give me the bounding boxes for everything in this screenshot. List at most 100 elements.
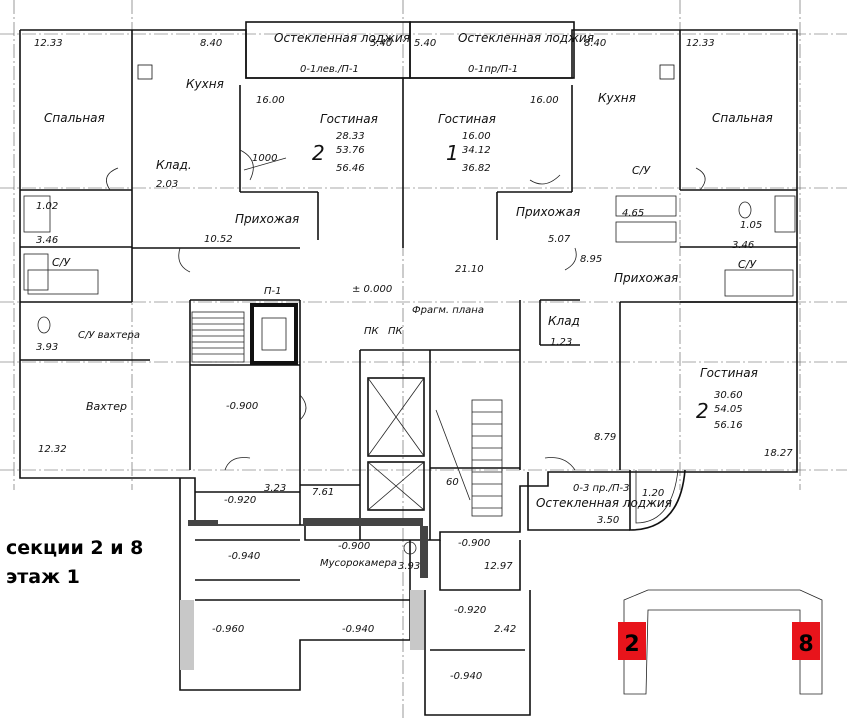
stairs-center bbox=[435, 399, 503, 517]
room-guard: Вахтер bbox=[86, 400, 127, 413]
loggia-left: Остекленная лоджия bbox=[274, 31, 410, 45]
apartment-right: 2 30.60 54.05 56.16 bbox=[696, 390, 743, 431]
svg-text:56.16: 56.16 bbox=[714, 420, 743, 431]
svg-text:-0.940: -0.940 bbox=[450, 671, 482, 682]
svg-text:36.82: 36.82 bbox=[462, 163, 491, 174]
room-storage-right: Клад bbox=[548, 314, 580, 328]
room-storage-left: Клад. bbox=[156, 158, 192, 172]
loggia-right: Остекленная лоджия bbox=[536, 496, 672, 510]
level-marks: -0.900 -0.920 -0.940 -0.900 -0.900 -0.92… bbox=[212, 401, 490, 682]
svg-text:54.05: 54.05 bbox=[714, 404, 743, 415]
room-bedroom-right: Спальная bbox=[712, 111, 773, 125]
svg-text:12.33: 12.33 bbox=[34, 38, 63, 49]
svg-text:10.52: 10.52 bbox=[204, 234, 233, 245]
svg-text:ПК: ПК bbox=[364, 326, 380, 337]
room-kitchen-left: Кухня bbox=[186, 77, 224, 91]
svg-text:34.12: 34.12 bbox=[462, 145, 491, 156]
svg-text:18.27: 18.27 bbox=[764, 448, 793, 459]
svg-text:12.97: 12.97 bbox=[484, 561, 513, 572]
room-kitchen-right: Кухня bbox=[598, 91, 636, 105]
svg-text:0-3 пр./П-3: 0-3 пр./П-3 bbox=[573, 483, 629, 494]
room-wc-left: С/У bbox=[52, 256, 71, 269]
svg-text:ПК: ПК bbox=[388, 326, 404, 337]
svg-text:16.00: 16.00 bbox=[256, 95, 285, 106]
curved-loggia bbox=[527, 469, 686, 531]
apartment-center: 1 16.00 34.12 36.82 bbox=[446, 131, 491, 174]
sections-caption: секции 2 и 8 bbox=[6, 537, 144, 559]
svg-text:3.93: 3.93 bbox=[398, 561, 420, 572]
svg-text:1.23: 1.23 bbox=[550, 337, 572, 348]
room-hall-right: Прихожая bbox=[614, 271, 678, 285]
stairs-upper-left bbox=[191, 303, 298, 365]
room-hall-left: Прихожая bbox=[235, 212, 299, 226]
svg-text:30.60: 30.60 bbox=[714, 390, 743, 401]
svg-text:28.33: 28.33 bbox=[336, 131, 365, 142]
svg-text:5.40: 5.40 bbox=[370, 38, 392, 49]
svg-text:-0.960: -0.960 bbox=[212, 624, 244, 635]
room-living-center: Гостиная bbox=[438, 112, 496, 126]
svg-text:8.95: 8.95 bbox=[580, 254, 602, 265]
svg-text:21.10: 21.10 bbox=[455, 264, 484, 275]
floor-caption: этаж 1 bbox=[6, 566, 80, 588]
loggia-center: Остекленная лоджия bbox=[458, 31, 594, 45]
svg-text:8.40: 8.40 bbox=[200, 38, 222, 49]
svg-text:8.79: 8.79 bbox=[594, 432, 616, 443]
fixtures bbox=[23, 64, 796, 555]
svg-text:53.76: 53.76 bbox=[336, 145, 365, 156]
svg-text:3.50: 3.50 bbox=[597, 515, 619, 526]
svg-text:3.46: 3.46 bbox=[36, 235, 58, 246]
svg-text:2: 2 bbox=[312, 141, 325, 165]
svg-text:56.46: 56.46 bbox=[336, 163, 365, 174]
svg-text:2.03: 2.03 bbox=[156, 179, 178, 190]
dimension-arrow bbox=[243, 157, 287, 171]
room-garbage: Мусорокамера bbox=[320, 558, 397, 569]
plan-marks: 0-1лев./П-1 0-1пр/П-1 0-3 пр./П-3 П-1 ПК… bbox=[252, 64, 629, 494]
svg-text:± 0.000: ± 0.000 bbox=[352, 284, 392, 295]
svg-text:5.40: 5.40 bbox=[414, 38, 436, 49]
svg-text:3.23: 3.23 bbox=[264, 483, 286, 494]
room-wc-right-top: С/У bbox=[632, 164, 651, 177]
svg-text:1.20: 1.20 bbox=[642, 488, 664, 499]
svg-text:8.40: 8.40 bbox=[584, 38, 606, 49]
svg-text:12.33: 12.33 bbox=[686, 38, 715, 49]
key-label-2: 2 bbox=[624, 632, 639, 657]
svg-text:2.42: 2.42 bbox=[494, 624, 516, 635]
room-guard-wc: С/У вахтера bbox=[78, 330, 140, 341]
interior-walls bbox=[20, 30, 797, 540]
room-bedroom-left: Спальная bbox=[44, 111, 105, 125]
svg-text:П-1: П-1 bbox=[264, 286, 282, 297]
svg-text:12.32: 12.32 bbox=[38, 444, 67, 455]
room-labels: Спальная Спальная Кухня Кухня Гостиная Г… bbox=[44, 31, 773, 569]
elevator-shafts bbox=[367, 377, 425, 511]
svg-text:-0.940: -0.940 bbox=[342, 624, 374, 635]
apartment-left: 2 28.33 53.76 56.46 bbox=[312, 131, 365, 174]
svg-text:1: 1 bbox=[446, 141, 459, 165]
svg-text:60: 60 bbox=[446, 477, 459, 488]
svg-text:7.61: 7.61 bbox=[312, 487, 334, 498]
key-label-8: 8 bbox=[798, 632, 813, 657]
svg-text:3.93: 3.93 bbox=[36, 342, 58, 353]
svg-text:-0.920: -0.920 bbox=[454, 605, 486, 616]
svg-text:4.65: 4.65 bbox=[622, 208, 644, 219]
svg-text:3.46: 3.46 bbox=[732, 240, 754, 251]
svg-text:2: 2 bbox=[696, 399, 709, 423]
fragment-label: Фрагм. плана bbox=[412, 305, 484, 316]
key-plan: 2 8 bbox=[618, 589, 823, 695]
svg-text:-0.900: -0.900 bbox=[458, 538, 490, 549]
room-wc-right: С/У bbox=[738, 258, 757, 271]
svg-text:-0.900: -0.900 bbox=[338, 541, 370, 552]
svg-text:-0.940: -0.940 bbox=[228, 551, 260, 562]
door-swings bbox=[106, 149, 706, 471]
entrance-block bbox=[179, 478, 531, 716]
svg-text:16.00: 16.00 bbox=[530, 95, 559, 106]
svg-text:0-1пр/П-1: 0-1пр/П-1 bbox=[468, 64, 518, 75]
key-section-8 bbox=[792, 622, 820, 660]
area-numbers: 12.33 8.40 5.40 5.40 8.40 12.33 16.00 16… bbox=[34, 38, 793, 635]
svg-text:1.02: 1.02 bbox=[36, 201, 58, 212]
svg-text:0-1лев./П-1: 0-1лев./П-1 bbox=[300, 64, 359, 75]
svg-text:5.07: 5.07 bbox=[548, 234, 571, 245]
svg-text:1000: 1000 bbox=[252, 153, 277, 164]
room-living-right: Гостиная bbox=[700, 366, 758, 380]
